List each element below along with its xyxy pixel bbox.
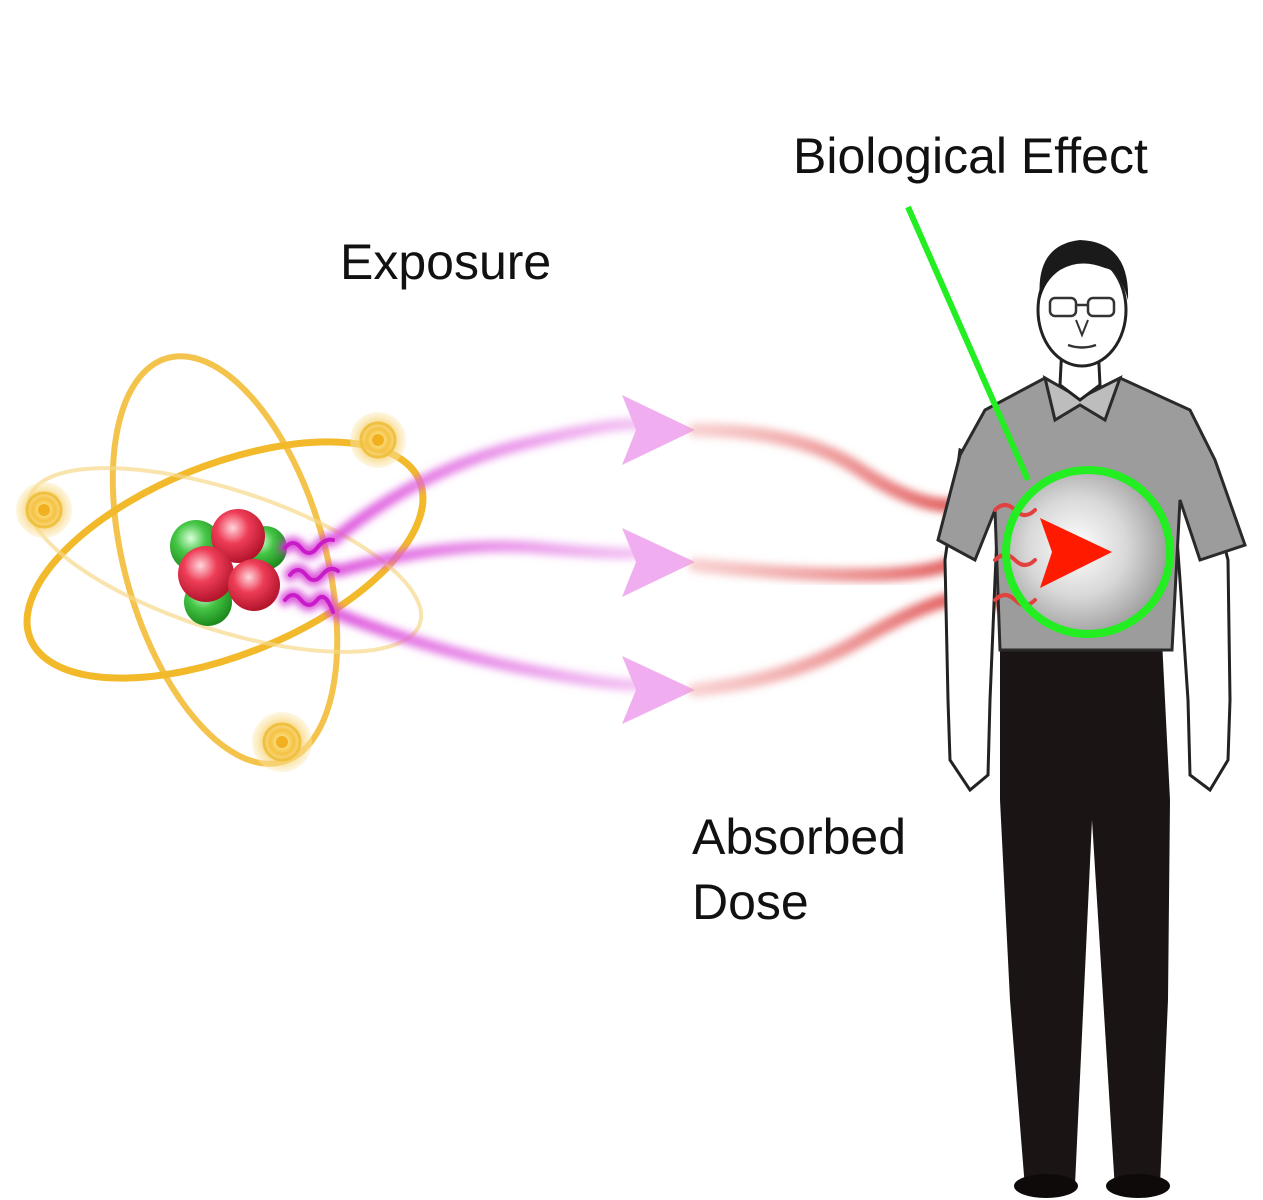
effect-pointer-line [905, 205, 1031, 482]
glasses-icon [1048, 296, 1116, 318]
effect-arrow-icon [1040, 518, 1112, 588]
absorbed-dose-line2: Dose [692, 874, 809, 930]
arrowhead-icon [622, 528, 695, 597]
proton [228, 559, 280, 611]
absorbed-dose-label: Absorbed Dose [692, 805, 906, 935]
exposure-label: Exposure [340, 234, 552, 290]
exposure-rays [279, 395, 695, 724]
proton [178, 546, 234, 602]
proton [211, 509, 265, 563]
arrowhead-icon [622, 656, 695, 724]
effect-circle [1002, 466, 1174, 638]
pants [1000, 640, 1170, 1190]
electron-icon [350, 412, 406, 468]
electron-icon [16, 482, 72, 538]
absorbed-dose-line1: Absorbed [692, 809, 907, 865]
arrowhead-icon [622, 395, 695, 465]
atom [16, 353, 427, 772]
hair [1039, 240, 1129, 300]
biological-effect-label: Biological Effect [793, 128, 1148, 184]
nucleus [170, 509, 287, 626]
electron-icon [252, 712, 312, 772]
